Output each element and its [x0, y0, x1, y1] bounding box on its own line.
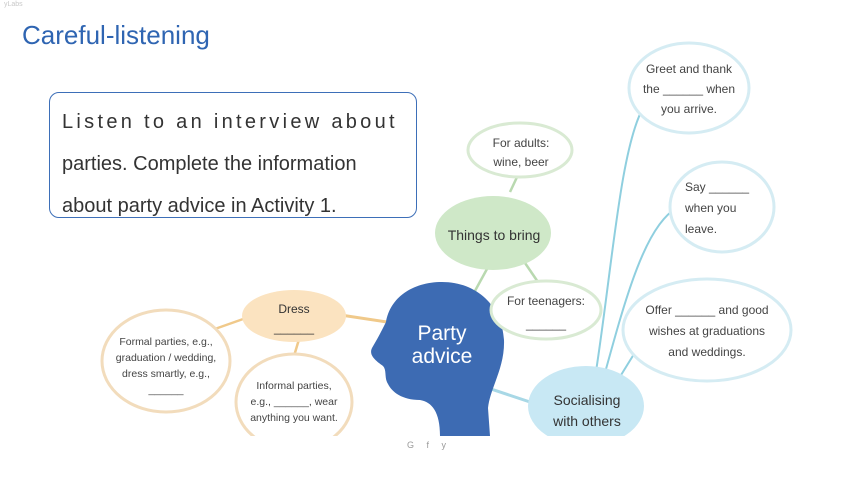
- greet-line-3: you arrive.: [661, 102, 717, 116]
- socialising-line-2: with others: [552, 413, 621, 429]
- page-title: Careful-listening: [22, 20, 210, 50]
- social-icons[interactable]: G f y: [407, 440, 452, 450]
- dress-label: Dress: [278, 302, 309, 316]
- formal-parties-node: [100, 308, 232, 414]
- say-line-1: Say ______: [685, 180, 749, 194]
- socialising-node: [528, 366, 644, 436]
- center-line-2: advice: [412, 345, 473, 368]
- say-line-2: when you: [684, 201, 736, 215]
- socialising-line-1: Socialising: [554, 392, 621, 408]
- center-line-1: Party: [417, 322, 467, 345]
- say-line-3: leave.: [685, 222, 717, 236]
- for-adults-node: [466, 121, 574, 179]
- offer-line-1: Offer ______ and good: [645, 303, 768, 317]
- formal-line-4: ______: [147, 384, 183, 396]
- formal-line-1: Formal parties, e.g.,: [119, 336, 212, 348]
- instruction-line-3: about party advice in Activity 1.: [62, 195, 337, 217]
- for-adults-line-1: For adults:: [493, 136, 550, 150]
- things-to-bring-node: [435, 196, 551, 270]
- offer-line-2: wishes at graduations: [648, 324, 765, 338]
- for-teenagers-node: [489, 279, 603, 341]
- head-icon: [371, 282, 505, 436]
- greet-line-1: Greet and thank: [646, 62, 733, 76]
- offer-line-3: and weddings.: [668, 345, 745, 359]
- instruction-line-2: parties. Complete the information: [62, 153, 357, 175]
- say-node: [668, 160, 776, 254]
- informal-line-3: anything you want.: [250, 412, 338, 424]
- instruction-line-1: Listen to an interview about: [62, 111, 398, 133]
- informal-line-1: Informal parties,: [256, 380, 331, 392]
- informal-parties-node: [234, 352, 354, 436]
- watermark: yLabs: [4, 1, 23, 8]
- greet-node: [627, 41, 751, 135]
- informal-line-2: e.g., ______, wear: [251, 396, 338, 408]
- dress-blank: ______: [273, 321, 314, 335]
- things-to-bring-label: Things to bring: [448, 227, 541, 243]
- for-adults-line-2: wine, beer: [492, 155, 548, 169]
- dress-node: [242, 290, 346, 342]
- for-teenagers-blank: ______: [525, 317, 566, 331]
- offer-node: [621, 277, 793, 383]
- instruction-box: Listen to an interview about parties. Co…: [49, 92, 417, 218]
- formal-line-3: dress smartly, e.g.,: [122, 368, 210, 380]
- for-teenagers-line-1: For teenagers:: [507, 294, 585, 308]
- formal-line-2: graduation / wedding,: [116, 352, 216, 364]
- greet-line-2: the ______ when: [643, 82, 735, 96]
